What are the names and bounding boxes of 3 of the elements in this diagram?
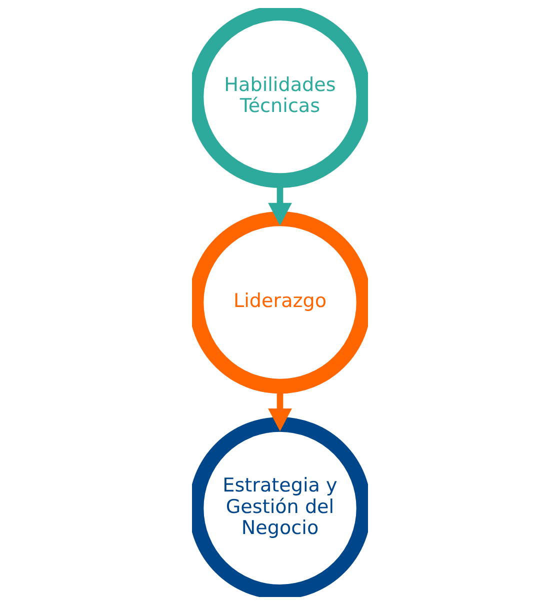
- node-circle: Habilidades Técnicas: [192, 8, 368, 188]
- node-circle: Liderazgo: [192, 211, 368, 394]
- node-circle: Estrategia y Gestión del Negocio: [192, 417, 368, 597]
